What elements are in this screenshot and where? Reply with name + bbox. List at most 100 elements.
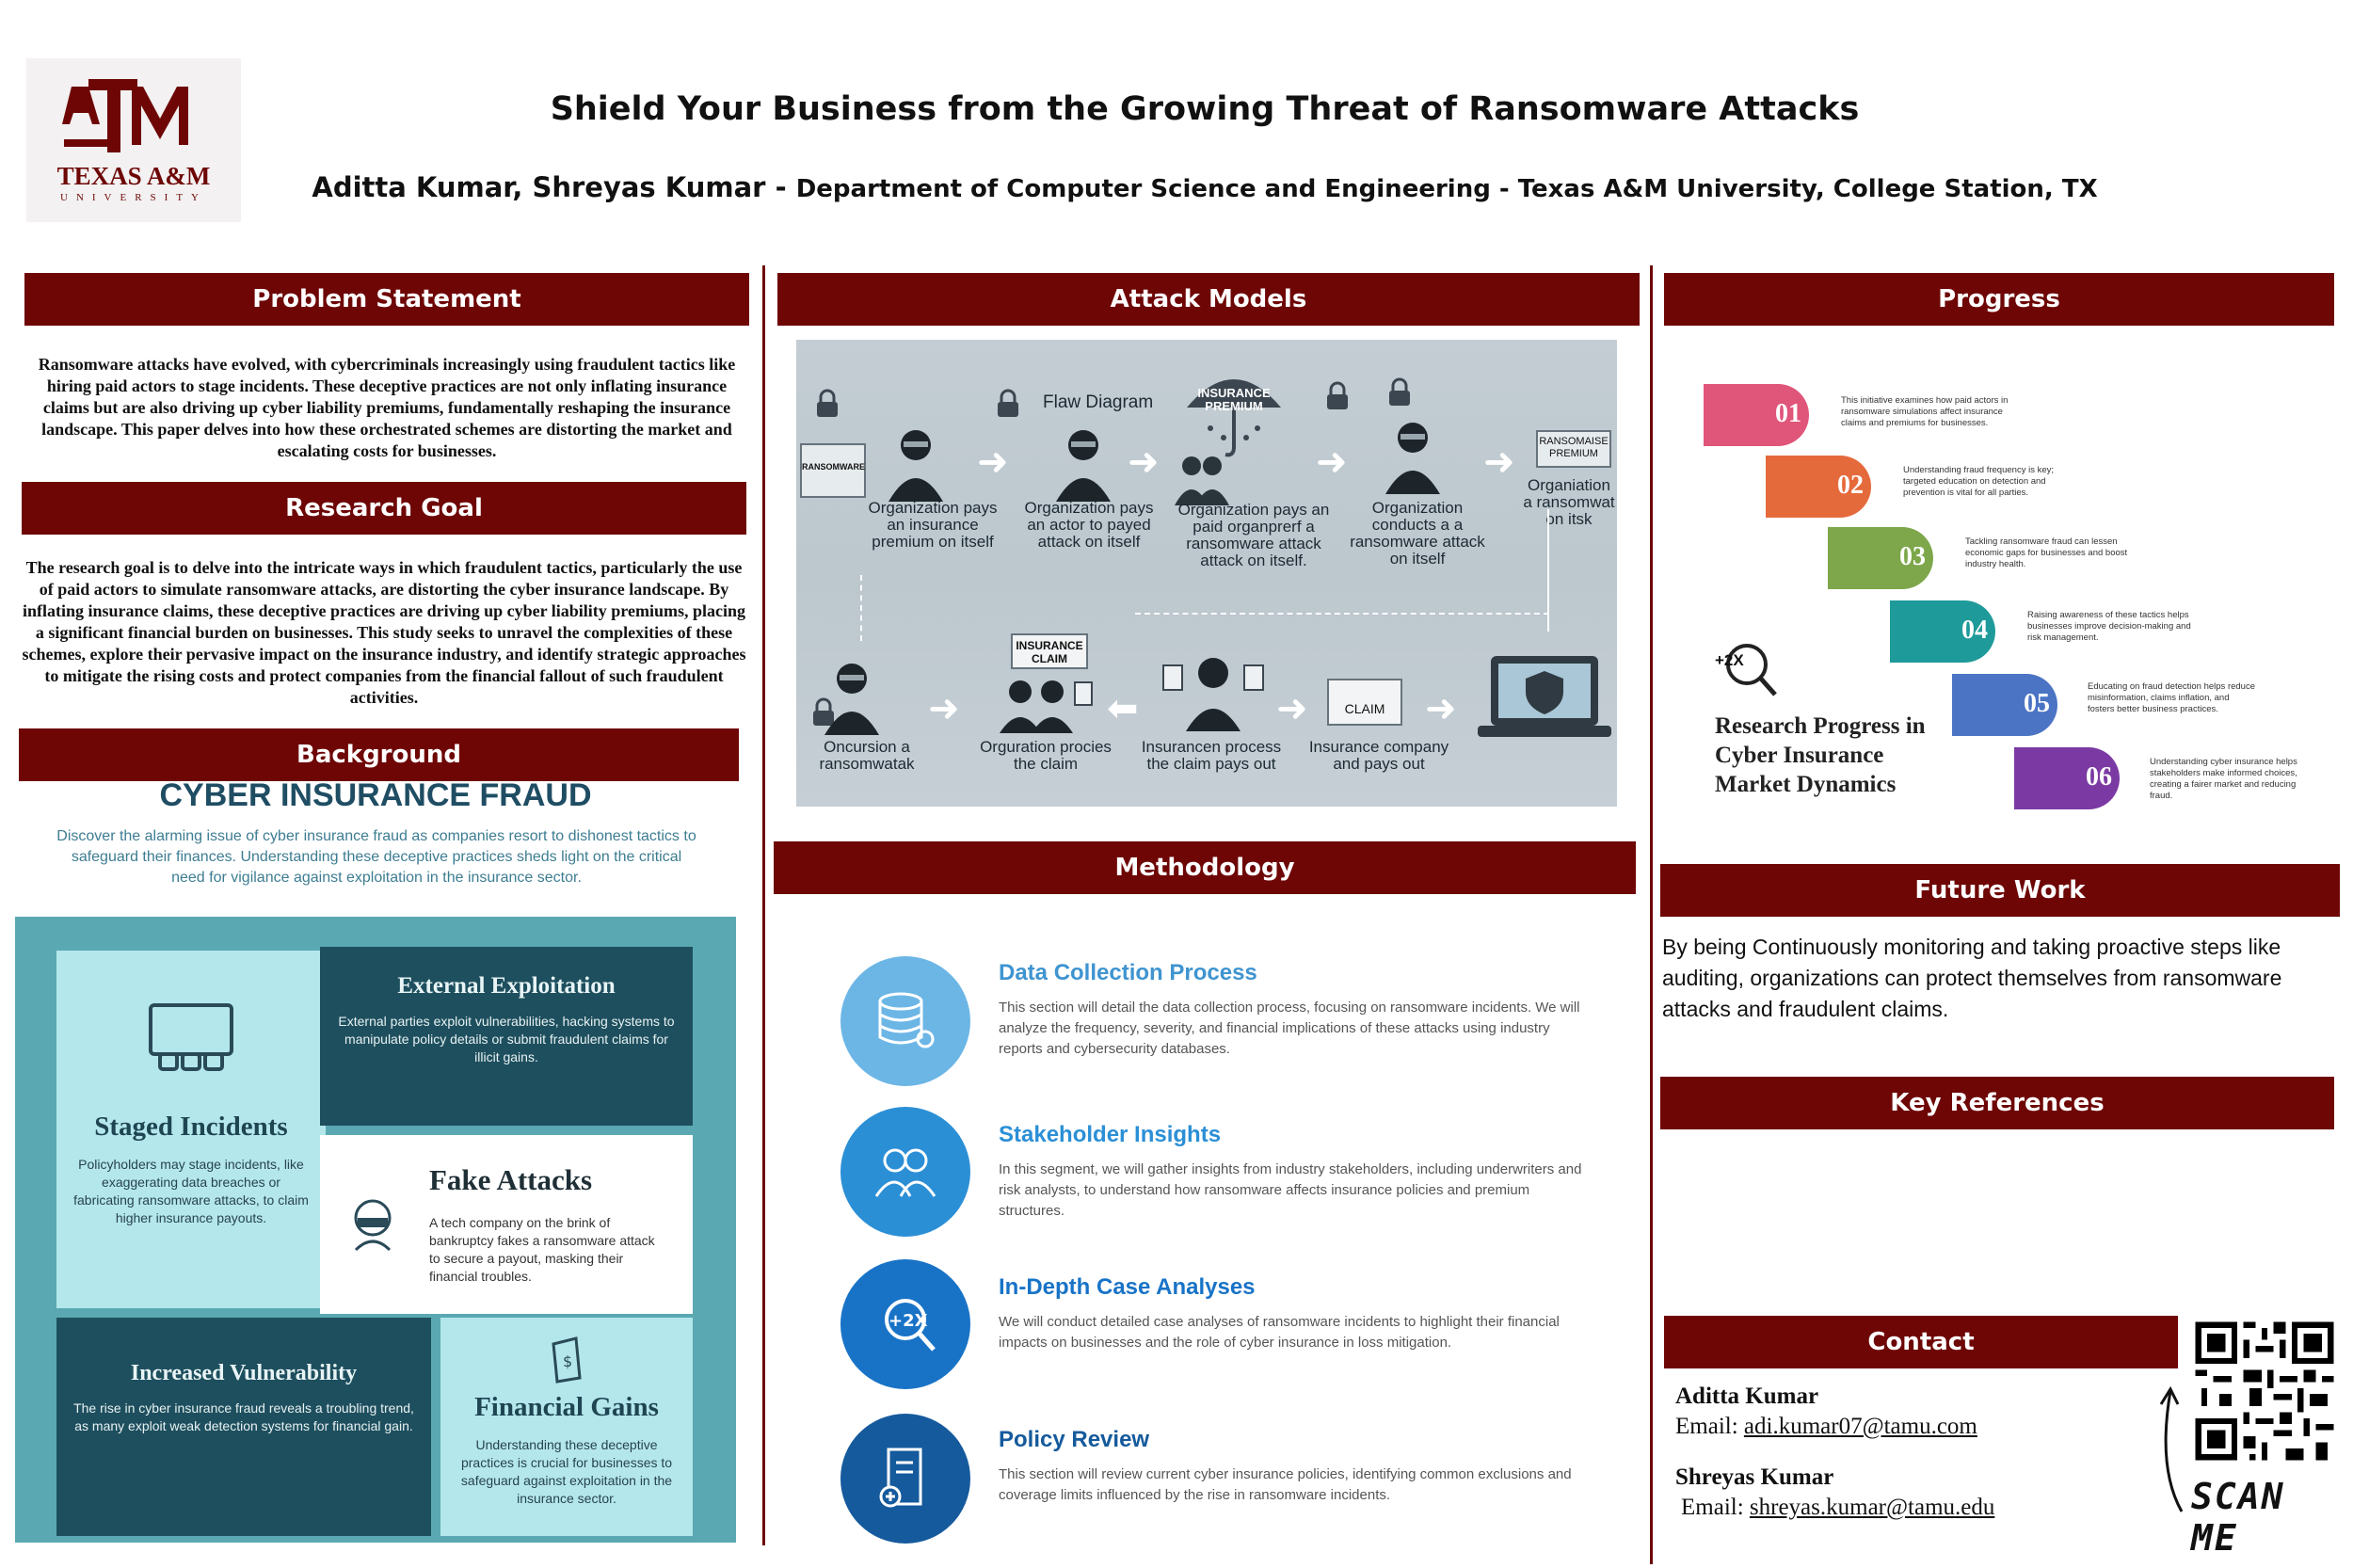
attack-models-header: Attack Models <box>777 273 1640 326</box>
email-label: Email: <box>1681 1495 1750 1520</box>
magnifier-2x-icon <box>1726 644 1777 696</box>
email-link-shreyas[interactable]: shreyas.kumar@tamu.edu <box>1749 1495 1995 1520</box>
insurers-pay-icon <box>1162 658 1264 731</box>
money-receipt-icon: $ <box>552 1336 582 1384</box>
email-label: Email: <box>1675 1414 1744 1439</box>
background-heading: CYBER INSURANCE FRAUD <box>159 777 592 813</box>
tile-external-exploitation: External Exploitation External parties e… <box>320 947 693 1126</box>
flow-arrow: ➜ <box>1276 688 1308 729</box>
masked-actor-icon <box>1056 430 1111 502</box>
masked-actor-icon <box>824 664 879 735</box>
tile-gains-text: Understanding these deceptive practices … <box>460 1437 673 1506</box>
progress-step-4: 04 <box>1890 600 1995 663</box>
progress-step-number: 05 <box>2024 689 2050 718</box>
masked-person-icon <box>354 1199 392 1252</box>
tile-staged-title: Staged Incidents <box>94 1112 288 1142</box>
qr-code-icon[interactable] <box>2189 1316 2340 1466</box>
progress-step-number: 03 <box>1899 542 1926 571</box>
flow-label-3: Organization pays an paid organprerf a r… <box>1177 501 1330 569</box>
policy-document-icon <box>840 1414 970 1544</box>
page-title: Shield Your Business from the Growing Th… <box>550 90 1860 128</box>
tile-fake-title: Fake Attacks <box>429 1163 593 1196</box>
background-header: Background <box>19 728 739 781</box>
progress-step-text: Educating on fraud detection helps reduc… <box>2088 681 2255 714</box>
progress-step-3: 03 <box>1828 527 1933 589</box>
method-2-title: Stakeholder Insights <box>999 1122 1222 1147</box>
future-work-text: By being Continuously monitoring and tak… <box>1662 935 2282 1021</box>
progress-step-2: 02 <box>1766 456 1871 518</box>
progress-step-number: 01 <box>1775 399 1801 428</box>
progress-step-1: 01 <box>1704 384 1809 446</box>
claim-processors-icon <box>1000 680 1093 733</box>
laptop-shield-icon <box>1478 656 1611 737</box>
contact-header: Contact <box>1664 1316 2178 1368</box>
flow-arrow: ➜ <box>928 688 960 729</box>
flow-label-b3: Insurancen process the claim pays out <box>1141 738 1282 773</box>
curved-arrow-icon <box>2159 1385 2184 1512</box>
contact-email-line-1: Email: adi.kumar07@tamu.com <box>1675 1414 1977 1440</box>
tile-external-title: External Exploitation <box>397 973 616 999</box>
method-4-title: Policy Review <box>999 1427 1150 1452</box>
claim-card: CLAIM <box>1327 679 1402 726</box>
progress-step-text: Understanding cyber insurance helps stak… <box>2150 757 2297 801</box>
tile-gains-title: Financial Gains <box>474 1392 659 1422</box>
padlock-icon <box>998 389 1018 417</box>
flow-arrow: ➜ <box>1483 441 1515 483</box>
database-icon <box>840 956 970 1086</box>
tile-fake-attacks: Fake Attacks A tech company on the brink… <box>320 1135 693 1314</box>
flow-label-4: Organization conducts a a ransomware att… <box>1350 499 1485 568</box>
tile-increased-vulnerability: Increased Vulnerability The rise in cybe… <box>56 1318 431 1536</box>
padlock-icon <box>1327 381 1348 409</box>
method-4-text: This section will review current cyber i… <box>999 1466 1572 1503</box>
contact-email-line-2: Email: shreyas.kumar@tamu.edu <box>1681 1495 1994 1521</box>
people-icon <box>840 1107 970 1237</box>
umbrella-icon <box>1187 379 1281 457</box>
contact-name-1: Aditta Kumar <box>1675 1384 1819 1409</box>
ransom-premium-badge: RANSOMAISE PREMIUM <box>1536 430 1611 468</box>
logo-subtext: UNIVERSITY <box>60 192 207 203</box>
logo-text: TEXAS A&M <box>56 162 211 190</box>
padlock-icon <box>1389 377 1410 406</box>
problem-statement-text: Ransomware attacks have evolved, with cy… <box>38 355 736 460</box>
method-3-text: We will conduct detailed case analyses o… <box>999 1314 1560 1351</box>
flow-label-1: Organization pays an insurance premium o… <box>868 499 998 551</box>
svg-text:+2X: +2X <box>888 1311 928 1331</box>
progress-step-6: 06 <box>2014 747 2120 809</box>
tile-vuln-text: The rise in cyber insurance fraud reveal… <box>73 1400 414 1433</box>
contact-name-2: Shreyas Kumar <box>1675 1464 1834 1490</box>
tile-vuln-title: Increased Vulnerability <box>130 1361 358 1385</box>
padlock-icon <box>813 697 834 726</box>
email-link-aditta[interactable]: adi.kumar07@tamu.com <box>1743 1414 1977 1439</box>
background-intro: Discover the alarming issue of cyber ins… <box>56 828 696 886</box>
key-references-header: Key References <box>1660 1077 2334 1129</box>
progress-badge: +2X <box>1715 651 1744 669</box>
affiliation: Department of Computer Science and Engin… <box>795 175 2098 203</box>
ransomware-document-label: RANSOMWARE <box>802 462 865 472</box>
research-goal-text: The research goal is to delve into the i… <box>22 558 746 707</box>
tile-financial-gains: $ Financial Gains Understanding these de… <box>440 1318 693 1536</box>
flow-label-2: Organization pays an actor to payed atta… <box>1024 499 1154 551</box>
progress-step-number: 04 <box>1961 616 1988 645</box>
flow-arrow: ⬅ <box>1107 688 1139 729</box>
flow-connector <box>1547 509 1549 632</box>
tile-fake-text: A tech company on the brink of bankruptc… <box>429 1215 655 1284</box>
scan-me-label: SCAN ME <box>2191 1476 2285 1559</box>
progress-step-text: Understanding fraud frequency is key; ta… <box>1903 465 2055 498</box>
methodology-header: Methodology <box>774 841 1636 894</box>
flaw-diagram-label: Flaw Diagram <box>1043 392 1154 412</box>
insurance-premium-label: INSURANCE PREMIUM <box>1197 386 1271 413</box>
flow-arrow: ➜ <box>1425 688 1457 729</box>
tile-staged-incidents: Staged Incidents Policyholders may stage… <box>56 951 326 1308</box>
progress-header: Progress <box>1664 273 2334 326</box>
masked-actor-icon <box>1385 423 1440 494</box>
method-3-title: In-Depth Case Analyses <box>999 1274 1256 1300</box>
flow-label-b4: Insurance company and pays out <box>1308 738 1449 773</box>
problem-statement-header: Problem Statement <box>24 273 749 326</box>
column-divider-right <box>1650 265 1653 1564</box>
masked-actor-icon <box>888 430 943 502</box>
method-1-title: Data Collection Process <box>999 960 1257 985</box>
author-line: Aditta Kumar, Shreyas Kumar - Department… <box>282 171 2127 203</box>
progress-step-text: Raising awareness of these tactics helps… <box>2027 610 2191 643</box>
method-1-text: This section will detail the data collec… <box>999 1000 1580 1057</box>
flow-arrow: ➜ <box>1316 441 1348 483</box>
